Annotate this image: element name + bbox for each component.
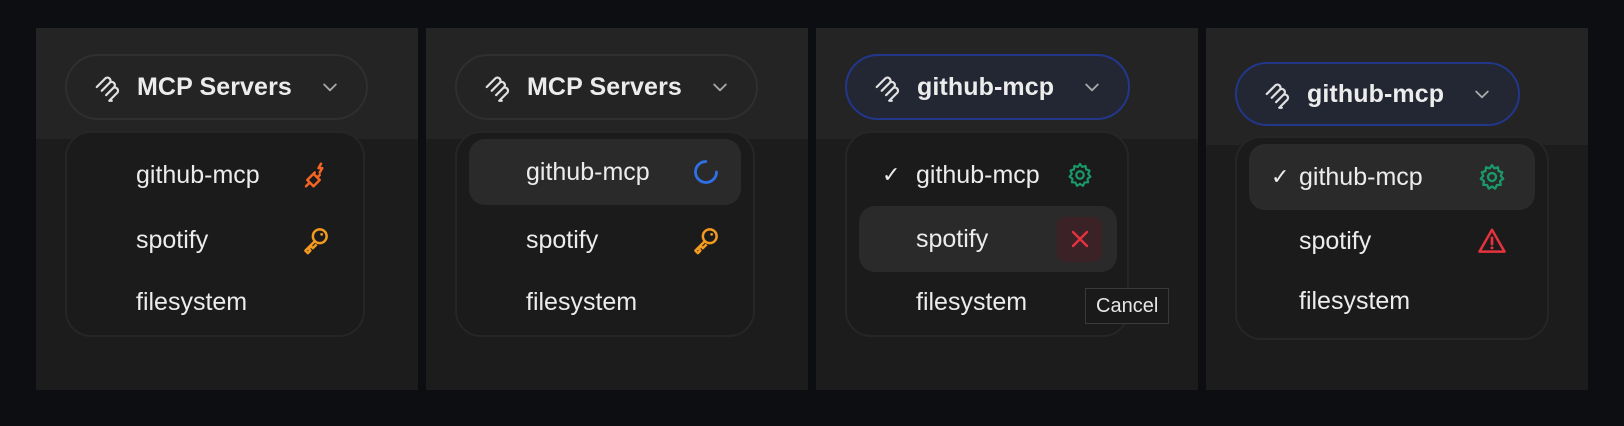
menu-item-github-mcp[interactable]: github-mcp	[79, 142, 351, 208]
menu-item-label: spotify	[136, 225, 209, 254]
mcp-servers-dropdown-trigger[interactable]: MCP Servers	[65, 54, 368, 120]
menu-item-label: github-mcp	[916, 160, 1040, 189]
menu-item-filesystem[interactable]: filesystem	[469, 269, 741, 335]
panel-error: github-mcp ✓ github-mcp spotify filesyst…	[1206, 28, 1588, 390]
gear-icon[interactable]	[1065, 160, 1095, 190]
menu-item-label: spotify	[1299, 226, 1372, 255]
mcp-servers-menu: github-mcp spotify filesystem	[65, 131, 365, 337]
chevron-down-icon	[1472, 84, 1492, 104]
dropdown-label: github-mcp	[1307, 79, 1445, 108]
mcp-servers-dropdown-trigger[interactable]: github-mcp	[845, 54, 1131, 120]
chevron-down-icon	[710, 77, 730, 97]
mcp-servers-dropdown-trigger[interactable]: github-mcp	[1235, 62, 1521, 126]
checkmark-icon: ✓	[882, 162, 901, 187]
menu-item-label: github-mcp	[1299, 162, 1423, 191]
menu-item-label: filesystem	[526, 287, 638, 316]
menu-item-label: github-mcp	[526, 157, 650, 186]
mcp-icon	[873, 72, 903, 102]
menu-item-filesystem[interactable]: filesystem	[1249, 268, 1535, 334]
menu-item-spotify[interactable]: spotify	[79, 207, 351, 273]
mcp-icon	[1263, 79, 1293, 109]
menu-item-github-mcp[interactable]: ✓ github-mcp	[1249, 144, 1535, 210]
plug-disconnected-icon[interactable]	[301, 160, 331, 190]
menu-item-filesystem[interactable]: filesystem	[859, 269, 1117, 335]
panel-cancel-hover: github-mcp ✓ github-mcp spotify filesyst…	[816, 28, 1198, 390]
dropdown-label: github-mcp	[917, 72, 1055, 101]
key-icon[interactable]	[301, 225, 331, 255]
chevron-down-icon	[320, 77, 340, 97]
mcp-servers-menu: github-mcp spotify filesystem	[455, 131, 755, 337]
menu-item-label: spotify	[526, 225, 599, 254]
panel-connecting: MCP Servers github-mcp spotify filesyste…	[426, 28, 808, 390]
cancel-button[interactable]	[1057, 216, 1102, 262]
close-icon	[1068, 227, 1092, 251]
menu-item-github-mcp[interactable]: ✓ github-mcp	[859, 142, 1117, 208]
menu-item-label: spotify	[916, 224, 989, 253]
menu-item-spotify[interactable]: spotify	[1249, 208, 1535, 274]
menu-item-github-mcp[interactable]: github-mcp	[469, 139, 741, 205]
cancel-tooltip: Cancel	[1085, 288, 1170, 324]
menu-item-spotify[interactable]: spotify	[469, 207, 741, 273]
menu-item-filesystem[interactable]: filesystem	[79, 269, 351, 335]
key-icon[interactable]	[691, 225, 721, 255]
menu-item-spotify[interactable]: spotify	[859, 206, 1117, 272]
menu-item-label: filesystem	[136, 287, 248, 316]
checkmark-icon: ✓	[1271, 164, 1290, 189]
spinner-icon	[691, 157, 721, 187]
warning-icon[interactable]	[1477, 226, 1507, 256]
mcp-servers-menu: ✓ github-mcp spotify filesystem	[845, 131, 1129, 337]
dropdown-label: MCP Servers	[527, 72, 682, 101]
chevron-down-icon	[1082, 77, 1102, 97]
gear-icon[interactable]	[1477, 162, 1507, 192]
mcp-servers-dropdown-trigger[interactable]: MCP Servers	[455, 54, 758, 120]
menu-item-label: github-mcp	[136, 160, 260, 189]
mcp-icon	[93, 72, 123, 102]
mcp-servers-menu: ✓ github-mcp spotify filesystem	[1235, 136, 1549, 340]
menu-item-label: filesystem	[916, 287, 1028, 316]
dropdown-label: MCP Servers	[137, 72, 292, 101]
mcp-icon	[483, 72, 513, 102]
menu-item-label: filesystem	[1299, 286, 1411, 315]
panel-disconnected: MCP Servers github-mcp spotify filesyste…	[36, 28, 418, 390]
